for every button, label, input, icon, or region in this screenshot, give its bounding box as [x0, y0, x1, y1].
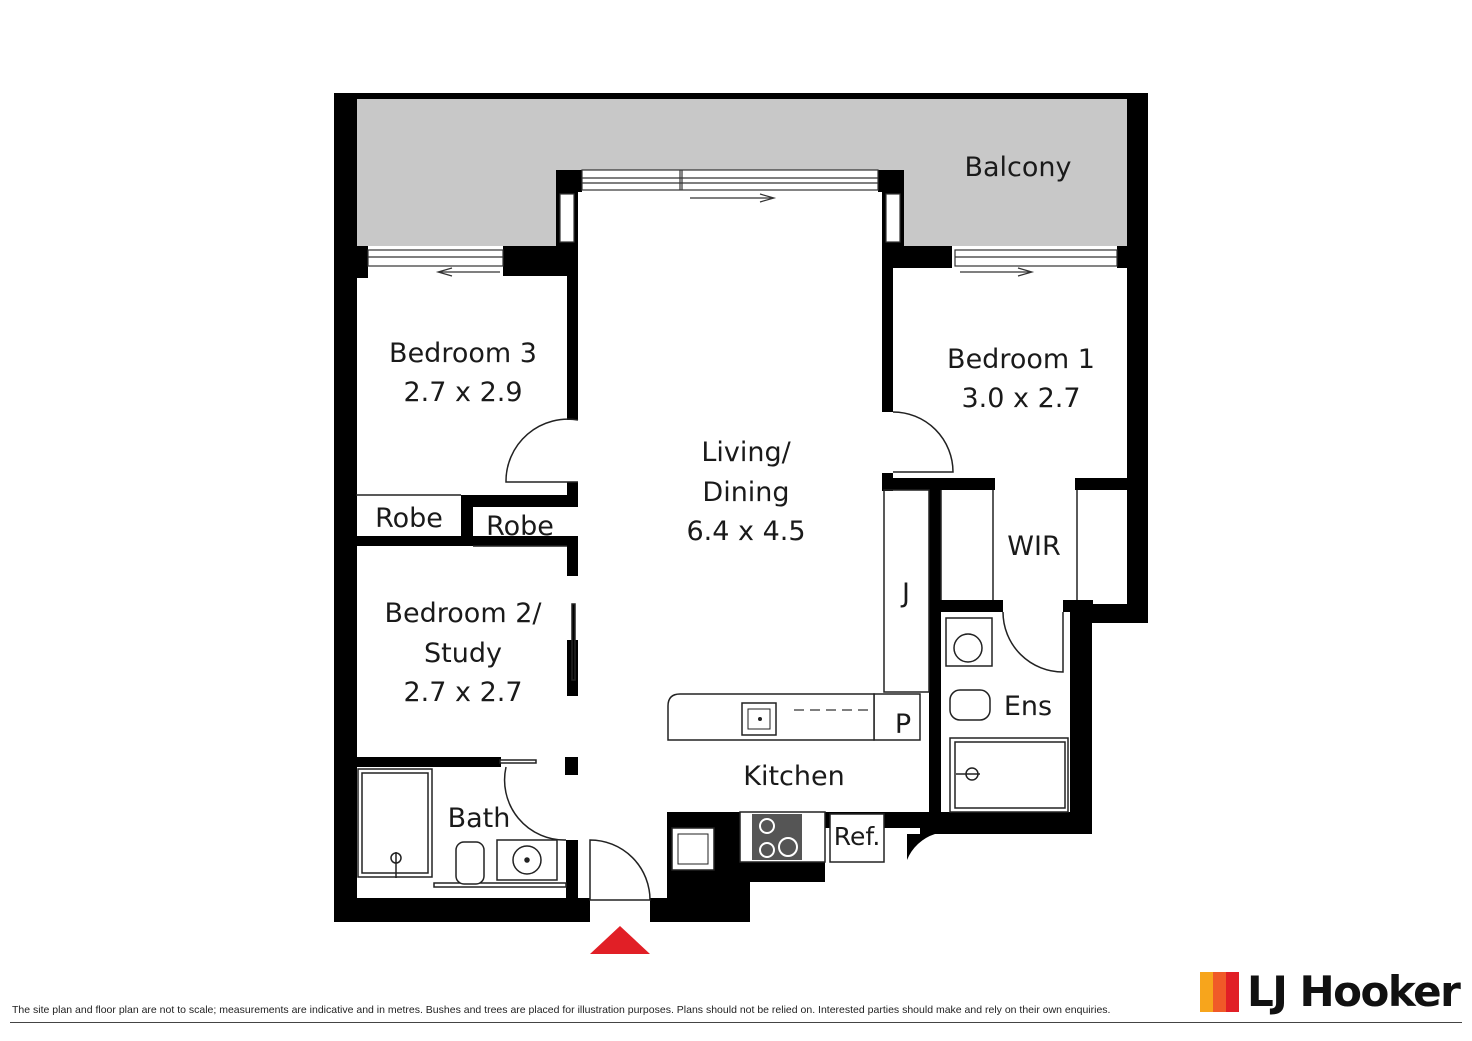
entry-arrow-icon	[590, 926, 650, 954]
bedroom2-label-line1: Bedroom 2/	[385, 598, 543, 629]
wir-label: WIR	[1007, 531, 1060, 562]
bath-fixtures	[357, 617, 1069, 888]
bedroom2-label-line2: Study	[424, 638, 502, 669]
logo-bar	[1213, 972, 1226, 1012]
bedroom3-label: Bedroom 3	[389, 338, 537, 369]
kitchen-label: Kitchen	[743, 761, 844, 792]
logo-bar	[1200, 972, 1213, 1012]
walls	[334, 93, 1148, 922]
windows	[367, 169, 1118, 267]
ensuite-label: Ens	[1004, 691, 1052, 722]
bath-label: Bath	[448, 803, 511, 834]
disclaimer-text: The site plan and floor plan are not to …	[12, 1004, 1111, 1016]
robe-left-label: Robe	[375, 503, 443, 534]
robe-right-label: Robe	[486, 511, 554, 542]
footer-divider	[10, 1022, 1462, 1023]
balcony-label: Balcony	[964, 152, 1071, 183]
shower-icon	[357, 768, 433, 878]
basin-icon	[945, 617, 993, 667]
pantry-label: P	[895, 709, 911, 740]
lj-hooker-logo: LJ Hooker	[1200, 966, 1461, 1018]
bedroom1-size: 3.0 x 2.7	[961, 383, 1080, 414]
bedroom3-size: 2.7 x 2.9	[403, 377, 522, 408]
living-size: 6.4 x 4.5	[686, 516, 805, 547]
bedroom2-size: 2.7 x 2.7	[403, 677, 522, 708]
toilet-icon	[455, 841, 485, 885]
kitchen-bench	[667, 693, 885, 871]
logo-text: LJ Hooker	[1247, 967, 1461, 1016]
shower-icon	[949, 737, 1069, 813]
bedroom1-label: Bedroom 1	[947, 344, 1095, 375]
sink-icon	[671, 827, 715, 871]
joinery	[356, 489, 1078, 741]
slide-arrows	[435, 193, 1035, 277]
fridge-label: Ref.	[834, 822, 881, 851]
logo-bar	[1226, 972, 1239, 1012]
doors	[499, 411, 1064, 901]
living-label-line1: Living/	[701, 437, 791, 468]
floor-plan: Balcony Bedroom 3 2.7 x 2.9 Bedroom 1 3.…	[334, 93, 1148, 954]
logo-bars-icon	[1200, 972, 1239, 1012]
joinery-label: J	[900, 578, 910, 609]
toilet-icon	[949, 689, 991, 721]
living-label-line2: Dining	[702, 477, 789, 508]
